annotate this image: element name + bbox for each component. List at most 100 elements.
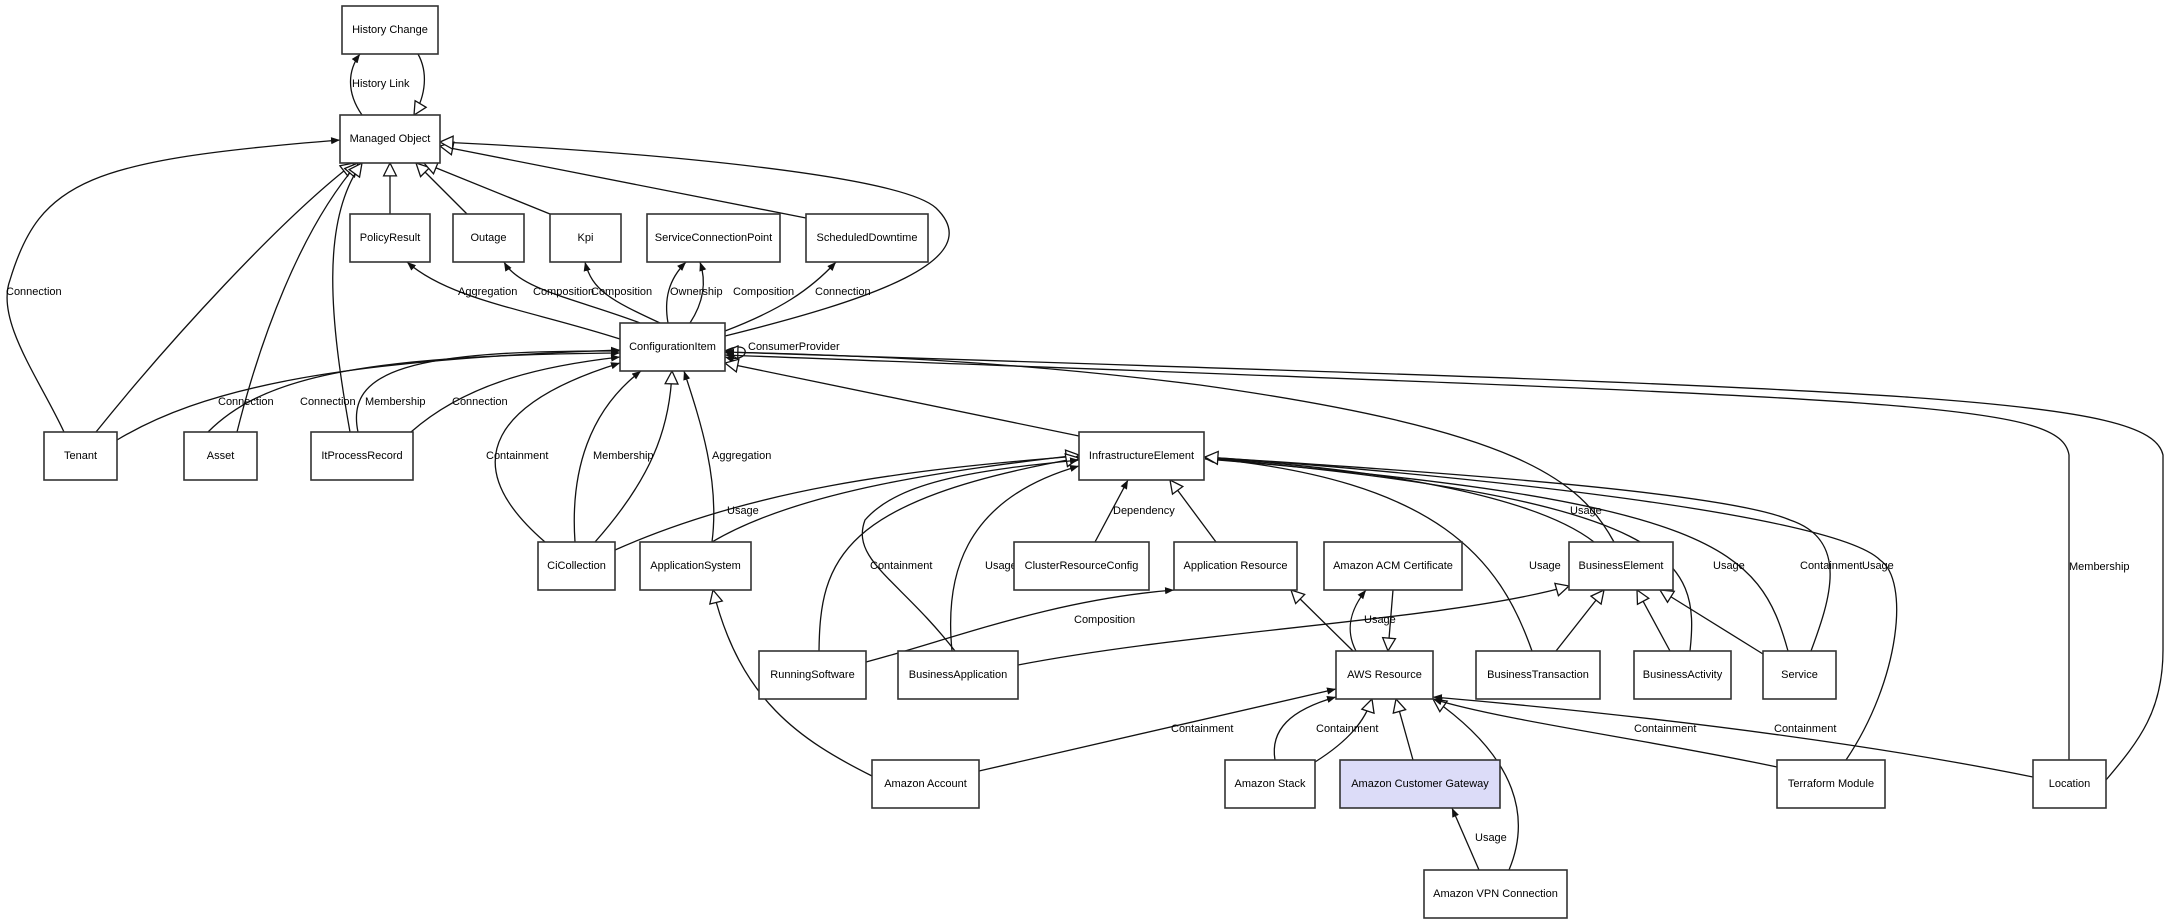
node-scheduled-downtime[interactable]: ScheduledDowntime: [805, 213, 929, 263]
node-box[interactable]: [452, 213, 525, 263]
node-it-process-record[interactable]: ItProcessRecord: [310, 431, 414, 481]
node-label: Amazon Stack: [1235, 778, 1306, 790]
node-box[interactable]: [1323, 541, 1463, 591]
node-amazon-customer-gateway[interactable]: Amazon Customer Gateway: [1339, 759, 1501, 809]
node-box[interactable]: [639, 541, 752, 591]
node-label: ServiceConnectionPoint: [655, 232, 772, 244]
edge-ci-collection-to-configuration-item: [573, 370, 642, 543]
edge-it-process-record-to-configuration-item: [355, 347, 621, 433]
edge-label: Membership: [365, 396, 426, 408]
edge-kpi-to-managed-object: [424, 163, 551, 215]
association-arrow: [1349, 589, 1367, 652]
node-box[interactable]: [341, 5, 439, 55]
node-label: BusinessApplication: [909, 669, 1007, 681]
node-label: Service: [1781, 669, 1818, 681]
edge-service-to-infrastructure-element: [1204, 456, 1789, 652]
edge-tenant-to-managed-object: [6, 137, 341, 433]
node-configuration-item[interactable]: ConfigurationItem: [619, 322, 726, 372]
node-business-application[interactable]: BusinessApplication: [897, 650, 1019, 700]
edge-label: ConsumerProvider: [748, 341, 840, 353]
node-box[interactable]: [1173, 541, 1298, 591]
node-location[interactable]: Location: [2032, 759, 2107, 809]
node-box[interactable]: [183, 431, 258, 481]
node-box[interactable]: [897, 650, 1019, 700]
node-history-change[interactable]: History Change: [341, 5, 439, 55]
node-box[interactable]: [646, 213, 781, 263]
edge-configuration-item-to-service-connection-point: [689, 261, 707, 324]
node-outage[interactable]: Outage: [452, 213, 525, 263]
node-box[interactable]: [1475, 650, 1601, 700]
node-business-activity[interactable]: BusinessActivity: [1633, 650, 1732, 700]
node-ci-collection[interactable]: CiCollection: [537, 541, 616, 591]
node-terraform-module[interactable]: Terraform Module: [1776, 759, 1886, 809]
edge-label: Usage: [1475, 832, 1507, 844]
node-box[interactable]: [1762, 650, 1837, 700]
edge-label: Composition: [591, 286, 652, 298]
edge-aws-resource-to-amazon-acm-certificate: [1349, 589, 1367, 652]
node-service[interactable]: Service: [1762, 650, 1837, 700]
edge-it-process-record-to-managed-object: [332, 163, 362, 433]
node-policy-result[interactable]: PolicyResult: [349, 213, 431, 263]
generalization-arrow: [1433, 699, 1519, 871]
node-kpi[interactable]: Kpi: [549, 213, 622, 263]
node-box[interactable]: [549, 213, 622, 263]
node-tenant[interactable]: Tenant: [43, 431, 118, 481]
node-box[interactable]: [339, 114, 441, 164]
node-box[interactable]: [1423, 869, 1568, 919]
edge-label: Usage: [1713, 560, 1745, 572]
edge-running-software-to-infrastructure-element: [818, 458, 1079, 652]
node-box[interactable]: [1335, 650, 1434, 700]
node-box[interactable]: [43, 431, 118, 481]
node-amazon-vpn-connection[interactable]: Amazon VPN Connection: [1423, 869, 1568, 919]
node-asset[interactable]: Asset: [183, 431, 258, 481]
edge-amazon-stack-to-aws-resource: [1273, 695, 1337, 761]
node-box[interactable]: [1633, 650, 1732, 700]
node-service-connection-point[interactable]: ServiceConnectionPoint: [646, 213, 781, 263]
node-running-software[interactable]: RunningSoftware: [758, 650, 867, 700]
edge-label: Usage: [1364, 614, 1396, 626]
node-infrastructure-element[interactable]: InfrastructureElement: [1078, 431, 1205, 481]
node-box[interactable]: [1078, 431, 1205, 481]
node-amazon-account[interactable]: Amazon Account: [871, 759, 980, 809]
association-arrow: [1094, 479, 1129, 543]
node-box[interactable]: [1013, 541, 1150, 591]
edge-business-application-to-infrastructure-element: [861, 457, 1080, 652]
generalization-arrow: [713, 590, 873, 777]
association-arrow: [207, 349, 621, 433]
node-business-transaction[interactable]: BusinessTransaction: [1475, 650, 1601, 700]
edge-service-to-business-element: [1660, 590, 1764, 655]
edge-label: Composition: [733, 286, 794, 298]
association-arrow: [583, 261, 661, 324]
node-box[interactable]: [1568, 541, 1674, 591]
node-box[interactable]: [619, 322, 726, 372]
node-managed-object[interactable]: Managed Object: [339, 114, 441, 164]
node-box[interactable]: [805, 213, 929, 263]
node-label: Kpi: [578, 232, 594, 244]
edge-configuration-item-to-policy-result: [406, 261, 621, 340]
node-application-system[interactable]: ApplicationSystem: [639, 541, 752, 591]
node-box[interactable]: [758, 650, 867, 700]
edge-asset-to-managed-object: [236, 163, 358, 433]
edge-location-to-configuration-item: [724, 351, 2070, 760]
node-aws-resource[interactable]: AWS Resource: [1335, 650, 1434, 700]
association-arrow: [1432, 698, 1778, 768]
node-cluster-resource-config[interactable]: ClusterResourceConfig: [1013, 541, 1150, 591]
edge-label: Connection: [300, 396, 356, 408]
node-label: Asset: [207, 450, 235, 462]
node-box[interactable]: [1339, 759, 1501, 809]
node-box[interactable]: [1776, 759, 1886, 809]
edge-label: Containment: [1800, 560, 1862, 572]
node-amazon-stack[interactable]: Amazon Stack: [1224, 759, 1316, 809]
node-label: ApplicationSystem: [650, 560, 741, 572]
node-box[interactable]: [871, 759, 980, 809]
node-business-element[interactable]: BusinessElement: [1568, 541, 1674, 591]
edge-amazon-vpn-connection-to-aws-resource: [1433, 699, 1519, 871]
node-box[interactable]: [537, 541, 616, 591]
generalization-arrow: [414, 53, 424, 115]
node-box[interactable]: [1224, 759, 1316, 809]
node-box[interactable]: [310, 431, 414, 481]
node-application-resource[interactable]: Application Resource: [1173, 541, 1298, 591]
node-box[interactable]: [2032, 759, 2107, 809]
node-amazon-acm-certificate[interactable]: Amazon ACM Certificate: [1323, 541, 1463, 591]
node-box[interactable]: [349, 213, 431, 263]
